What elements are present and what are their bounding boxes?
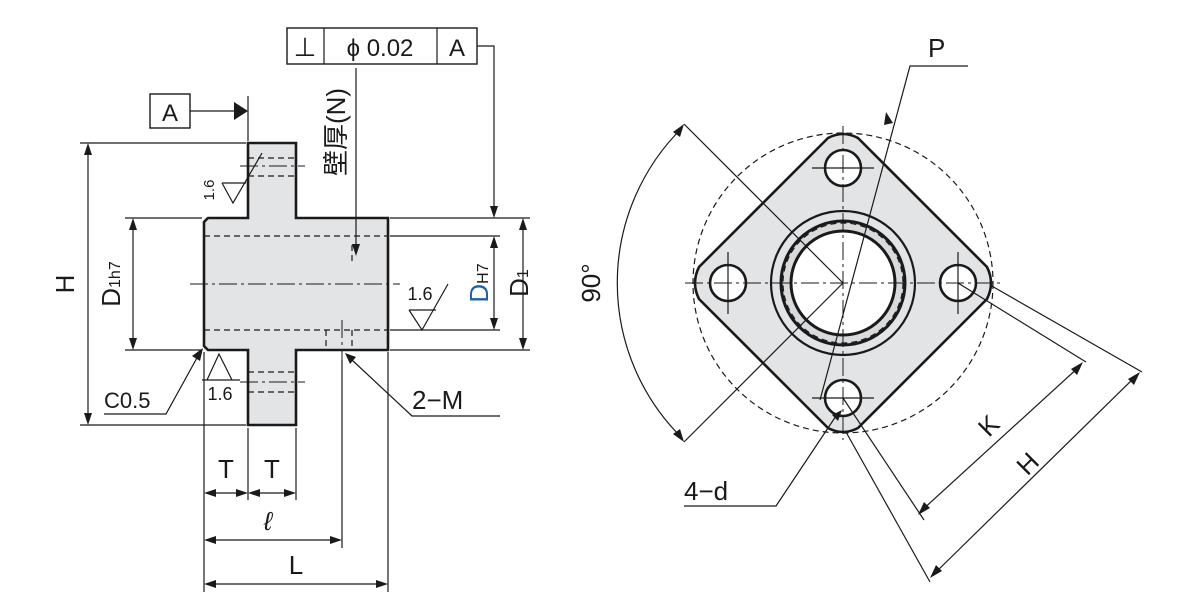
datum-A-label: A	[162, 100, 178, 127]
holes-leader	[684, 415, 837, 507]
P-leader	[819, 65, 968, 401]
front-view: P 90° 4−d K H	[576, 33, 1143, 583]
chamfer-label: C0.5	[104, 388, 150, 413]
feature-control-frame: ⊥ ϕ 0.02 A	[286, 27, 478, 65]
fcf-tolerance: ϕ 0.02	[347, 35, 414, 62]
label-P: P	[928, 33, 945, 63]
label-D-bore: DH7	[464, 263, 494, 302]
surface-finish-bottom: 1.6	[202, 352, 240, 404]
label-H-front: H	[1010, 446, 1044, 480]
side-view-outline	[202, 141, 390, 427]
datum-A-box: A	[149, 93, 191, 129]
fcf-perpendicular-symbol: ⊥	[294, 32, 317, 62]
label-T-left: T	[218, 454, 234, 484]
dim-K-line	[919, 365, 1081, 513]
side-view: H D1h7 DH7 D1 ⊥ ϕ 0.0	[50, 27, 534, 592]
surface-finish-top: 1.6	[201, 152, 263, 205]
tap-leader	[351, 359, 500, 417]
label-holes: 4−d	[684, 476, 728, 506]
finish-bottom-label: 1.6	[207, 384, 232, 404]
dim-H-front-line	[933, 375, 1137, 575]
finish-top-label: 1.6	[201, 180, 218, 201]
label-D-shaft: D1h7	[96, 261, 126, 307]
wall-thickness-label: 壁厚(N)	[321, 88, 351, 176]
fcf-leader	[477, 45, 495, 212]
surface-finish-right: 1.6	[407, 283, 449, 332]
finish-right-label: 1.6	[407, 284, 432, 304]
fcf-datum: A	[449, 35, 465, 62]
angle-arc	[616, 127, 683, 439]
label-T-right: T	[264, 454, 280, 484]
label-L: L	[289, 550, 303, 580]
label-angle: 90°	[576, 263, 606, 302]
label-D1: D1	[504, 269, 534, 297]
chamfer-leader	[104, 355, 199, 415]
label-H-side: H	[50, 275, 80, 294]
label-K: K	[972, 408, 1006, 442]
tap-label: 2−M	[412, 385, 463, 415]
label-ell: ℓ	[263, 506, 274, 536]
